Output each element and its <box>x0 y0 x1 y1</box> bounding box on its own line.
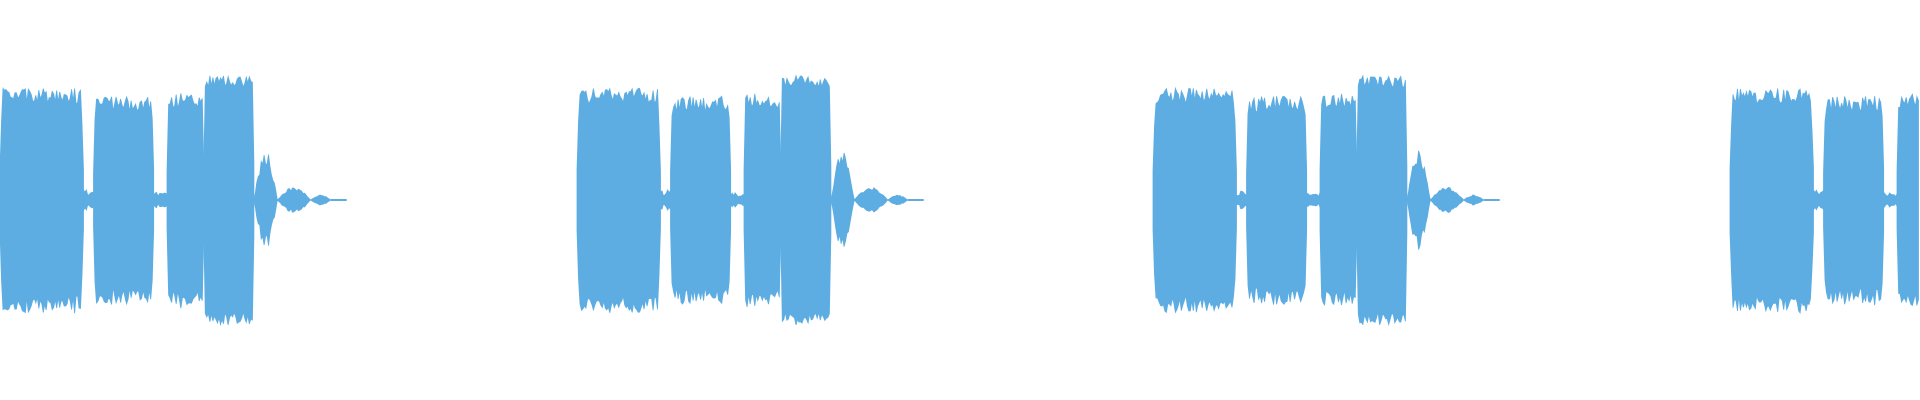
waveform-segment-gap <box>1813 188 1824 212</box>
waveform-segment-burst <box>670 95 732 305</box>
waveform-segment-tail <box>830 152 855 247</box>
waveform-segment-burst <box>1896 93 1919 307</box>
waveform-segment-tail <box>1406 150 1431 250</box>
waveform-cycle-4 <box>1729 88 1919 314</box>
waveform-segment-burst <box>1246 95 1308 305</box>
waveform-segment-tail <box>276 187 312 213</box>
waveform-segment-burst <box>1356 74 1408 327</box>
waveform-segment-burst <box>1823 96 1885 306</box>
waveform-segment-burst <box>203 75 255 327</box>
waveform-segment-gap <box>153 191 168 209</box>
waveform-segment-tail <box>886 194 909 206</box>
waveform-cycle-1 <box>0 75 347 327</box>
waveform-segment-tail <box>253 154 278 246</box>
waveform-segment-gap <box>1236 190 1247 210</box>
waveform-segment-burst <box>1152 86 1237 314</box>
waveform-segment-burst <box>743 93 782 307</box>
waveform-segment-burst <box>1319 93 1358 307</box>
waveform-segment-tail <box>1462 194 1485 206</box>
waveform-segment-gap <box>1883 191 1898 209</box>
waveform-segment-burst <box>1729 88 1814 314</box>
waveform-segment-burst <box>93 95 155 306</box>
waveform-segment-gap <box>730 192 745 208</box>
waveform-segment-burst <box>0 87 84 314</box>
waveform-cycle-2 <box>576 74 924 326</box>
waveform-segment-gap <box>660 188 671 211</box>
waveform-segment-gap <box>83 188 94 212</box>
waveform-segment-gap <box>1306 192 1321 208</box>
waveform-segment-burst <box>166 93 205 309</box>
waveform-segment-tail <box>309 194 332 206</box>
waveform-segment-tail <box>853 187 889 213</box>
waveform-bursts <box>0 74 1919 327</box>
waveform-segment-burst <box>780 74 832 326</box>
waveform-segment-burst <box>576 87 661 313</box>
waveform-cycle-3 <box>1152 74 1500 327</box>
waveform-segment-tail <box>1429 187 1465 213</box>
